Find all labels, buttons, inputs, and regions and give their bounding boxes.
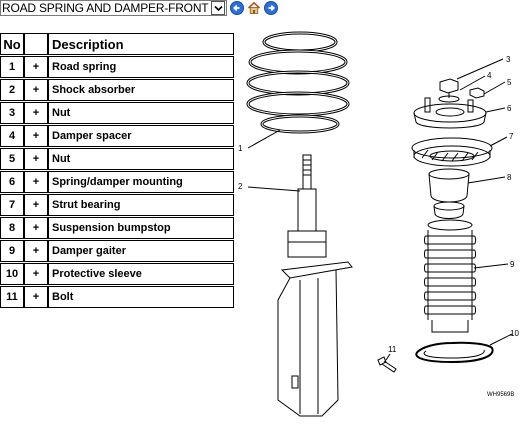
damper-gaiter-drawing[interactable]: [424, 219, 476, 333]
row-no: 5: [0, 148, 24, 170]
parts-table: No Description 1 + Road spring 2 + Shock…: [0, 33, 234, 308]
add-part-button[interactable]: +: [24, 102, 48, 124]
add-part-button[interactable]: +: [24, 217, 48, 239]
add-part-button[interactable]: +: [24, 240, 48, 262]
add-part-button[interactable]: +: [24, 171, 48, 193]
row-description[interactable]: Nut: [48, 148, 234, 170]
row-description[interactable]: Road spring: [48, 56, 234, 78]
callout-1: 1: [238, 144, 243, 153]
row-description[interactable]: Strut bearing: [48, 194, 234, 216]
table-row: 7 + Strut bearing: [0, 194, 234, 216]
bolt-drawing[interactable]: [377, 356, 397, 373]
row-no: 11: [0, 286, 24, 308]
row-no: 1: [0, 56, 24, 78]
add-part-button[interactable]: +: [24, 286, 48, 308]
row-description[interactable]: Shock absorber: [48, 79, 234, 101]
row-no: 8: [0, 217, 24, 239]
callout-7: 7: [509, 132, 514, 141]
callout-4: 4: [487, 71, 492, 80]
chevron-down-icon[interactable]: [211, 1, 226, 15]
row-description[interactable]: Nut: [48, 102, 234, 124]
table-row: 6 + Spring/damper mounting: [0, 171, 234, 193]
row-no: 9: [0, 240, 24, 262]
callout-10: 10: [510, 329, 519, 338]
callout-9: 9: [510, 260, 515, 269]
row-description[interactable]: Bolt: [48, 286, 234, 308]
add-part-button[interactable]: +: [24, 263, 48, 285]
table-row: 1 + Road spring: [0, 56, 234, 78]
header-no: No: [0, 33, 24, 55]
callout-6: 6: [507, 104, 512, 113]
row-no: 7: [0, 194, 24, 216]
table-header-row: No Description: [0, 33, 234, 55]
table-row: 2 + Shock absorber: [0, 79, 234, 101]
table-row: 9 + Damper gaiter: [0, 240, 234, 262]
strut-bearing-drawing[interactable]: [411, 137, 493, 167]
row-description[interactable]: Suspension bumpstop: [48, 217, 234, 239]
row-description[interactable]: Spring/damper mounting: [48, 171, 234, 193]
row-description[interactable]: Protective sleeve: [48, 263, 234, 285]
table-row: 10 + Protective sleeve: [0, 263, 234, 285]
table-row: 11 + Bolt: [0, 286, 234, 308]
forward-arrow-icon[interactable]: [264, 1, 279, 15]
row-no: 6: [0, 171, 24, 193]
home-icon[interactable]: [247, 1, 261, 15]
row-description[interactable]: Damper spacer: [48, 125, 234, 147]
table-row: 8 + Suspension bumpstop: [0, 217, 234, 239]
callout-2: 2: [238, 182, 243, 191]
shock-absorber-drawing[interactable]: [277, 154, 353, 417]
back-arrow-icon[interactable]: [230, 1, 245, 15]
spring-damper-mounting-drawing[interactable]: [413, 78, 487, 129]
add-part-button[interactable]: +: [24, 148, 48, 170]
callout-8: 8: [507, 173, 512, 182]
table-row: 3 + Nut: [0, 102, 234, 124]
callout-5: 5: [507, 78, 512, 87]
add-part-button[interactable]: +: [24, 194, 48, 216]
row-no: 10: [0, 263, 24, 285]
protective-sleeve-drawing[interactable]: [415, 341, 494, 364]
table-row: 5 + Nut: [0, 148, 234, 170]
add-part-button[interactable]: +: [24, 125, 48, 147]
exploded-parts-diagram: 1 2 3 4 5 6 7 8 9 10 11 WH9569B: [238, 31, 519, 417]
callout-11: 11: [388, 345, 397, 354]
row-description[interactable]: Damper gaiter: [48, 240, 234, 262]
part-group-select[interactable]: ROAD SPRING AND DAMPER-FRONT: [0, 0, 228, 16]
diagram-reference: WH9569B: [487, 392, 514, 398]
callout-3: 3: [506, 55, 511, 64]
add-part-button[interactable]: +: [24, 56, 48, 78]
suspension-bumpstop-drawing[interactable]: [428, 168, 470, 219]
add-part-button[interactable]: +: [24, 79, 48, 101]
header-description: Description: [48, 33, 234, 55]
table-row: 4 + Damper spacer: [0, 125, 234, 147]
row-no: 3: [0, 102, 24, 124]
part-group-select-value: ROAD SPRING AND DAMPER-FRONT: [2, 1, 209, 15]
row-no: 4: [0, 125, 24, 147]
road-spring-drawing[interactable]: [246, 31, 350, 134]
toolbar: ROAD SPRING AND DAMPER-FRONT: [0, 0, 279, 16]
row-no: 2: [0, 79, 24, 101]
header-action: [24, 33, 48, 55]
